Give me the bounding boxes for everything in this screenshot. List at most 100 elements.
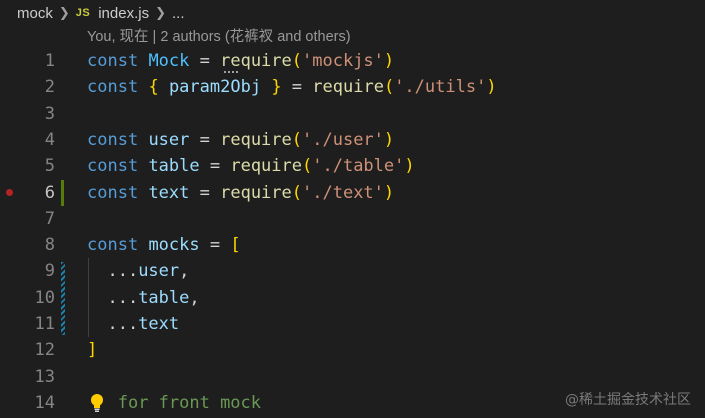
code-content: ...table, (87, 285, 200, 311)
lightbulb-icon[interactable] (88, 392, 106, 414)
code-token: ( (291, 129, 303, 150)
javascript-file-icon: JS (75, 7, 91, 19)
breakpoint-icon[interactable] (6, 188, 13, 196)
code-token: require (220, 129, 292, 150)
code-content: const table = require('./table') (87, 153, 415, 179)
code-token: const (87, 51, 139, 71)
code-token: require (230, 156, 302, 177)
code-line[interactable]: 6 const text = require('./text') (0, 180, 705, 206)
code-token: [ (230, 235, 241, 256)
git-modified-indicator[interactable] (61, 179, 64, 206)
code-content: const { param2Obj } = require('./utils') (87, 74, 497, 100)
breadcrumb-file[interactable]: index.js (98, 4, 150, 22)
code-token (138, 235, 148, 255)
code-token: mocks (148, 235, 200, 256)
line-number: 14 (34, 392, 55, 413)
code-line[interactable]: 11 ...text (0, 311, 705, 337)
code-token: ) (486, 77, 497, 98)
code-token: const (87, 235, 139, 256)
code-token: for front mock (117, 392, 262, 413)
code-token: './utils' (394, 77, 487, 98)
code-token: ... (87, 287, 139, 308)
breadcrumb-folder[interactable]: mock (17, 4, 53, 22)
line-number: 1 (44, 51, 55, 71)
code-content: for front mock (87, 390, 261, 416)
code-token: param2Obj (168, 77, 262, 98)
code-content: ...text (87, 311, 179, 337)
code-token: , (189, 287, 200, 308)
code-token: = (281, 77, 313, 98)
line-number: 4 (44, 129, 55, 150)
code-token: text (148, 182, 190, 203)
code-token: const (87, 182, 139, 203)
code-token: const (87, 156, 139, 177)
code-token (159, 77, 169, 97)
code-line[interactable]: 14 for front mock (0, 390, 705, 416)
code-content: const user = require('./user') (87, 127, 394, 153)
code-token: = (199, 156, 231, 177)
code-line[interactable]: 5 const table = require('./table') (0, 153, 705, 179)
code-token: text (138, 314, 180, 334)
git-blame-codelens[interactable]: You, 现在 | 2 authors (花裤衩 and others) (87, 29, 351, 45)
code-line[interactable]: 3 (0, 101, 705, 127)
code-token: ] (87, 340, 98, 361)
code-token (138, 156, 148, 176)
code-line[interactable]: 4 const user = require('./user') (0, 127, 705, 153)
code-line[interactable]: 1 const Mock = require('mockjs') (0, 48, 705, 74)
code-line[interactable]: 10 ...table, (0, 285, 705, 311)
breadcrumb-symbols[interactable]: ... (171, 4, 185, 22)
code-token (138, 183, 148, 203)
code-token: const (87, 129, 139, 150)
code-token: = (189, 51, 221, 71)
code-token: user (148, 129, 190, 150)
code-token: ( (291, 182, 303, 203)
code-token: { (148, 77, 159, 98)
code-token (138, 130, 148, 150)
code-token: require (312, 77, 384, 98)
watermark: @稀土掘金技术社区 (565, 392, 691, 408)
code-token: ) (404, 156, 415, 177)
git-diff-indicator[interactable] (61, 262, 65, 336)
indent-guide (88, 258, 89, 338)
code-token: './user' (302, 129, 384, 150)
code-content: const text = require('./text') (87, 180, 394, 206)
code-token: = (189, 129, 221, 150)
line-number: 2 (44, 77, 55, 98)
line-number: 9 (44, 261, 55, 282)
code-token: table (138, 287, 190, 308)
code-token (138, 51, 148, 71)
code-token: require (220, 182, 292, 203)
code-token: table (148, 156, 200, 177)
chevron-right-icon: ❯ (155, 5, 166, 20)
code-content: const mocks = [ (87, 232, 241, 258)
line-number: 5 (44, 156, 55, 177)
code-line[interactable]: 13 (0, 364, 705, 390)
line-number: 8 (44, 235, 55, 256)
code-line[interactable]: 2 const { param2Obj } = require('./utils'… (0, 74, 705, 100)
code-token: user (138, 261, 180, 282)
code-content: ...user, (87, 258, 189, 284)
code-line[interactable]: 8 const mocks = [ (0, 232, 705, 258)
line-number: 10 (34, 287, 55, 308)
code-token: ( (383, 77, 395, 98)
code-line[interactable]: 9 ...user, (0, 258, 705, 284)
code-token: ... (87, 261, 139, 282)
code-token (138, 77, 148, 97)
code-token: ( (291, 51, 303, 71)
code-line[interactable]: 12] (0, 337, 705, 363)
line-number: 12 (34, 340, 55, 361)
breadcrumb: mock ❯ JS index.js ❯ ... (0, 0, 705, 26)
code-token: ( (302, 156, 313, 177)
code-token: } (271, 77, 282, 98)
line-number: 6 (44, 182, 55, 203)
code-token: './text' (302, 182, 384, 203)
code-token: Mock (148, 51, 190, 71)
code-token: ) (383, 182, 395, 203)
code-token: './table' (312, 156, 405, 177)
code-token: ... (87, 314, 139, 334)
code-token: , (179, 261, 190, 282)
line-number: 3 (44, 103, 55, 124)
code-content: const Mock = require('mockjs') (87, 48, 394, 74)
code-line[interactable]: 7 (0, 206, 705, 232)
